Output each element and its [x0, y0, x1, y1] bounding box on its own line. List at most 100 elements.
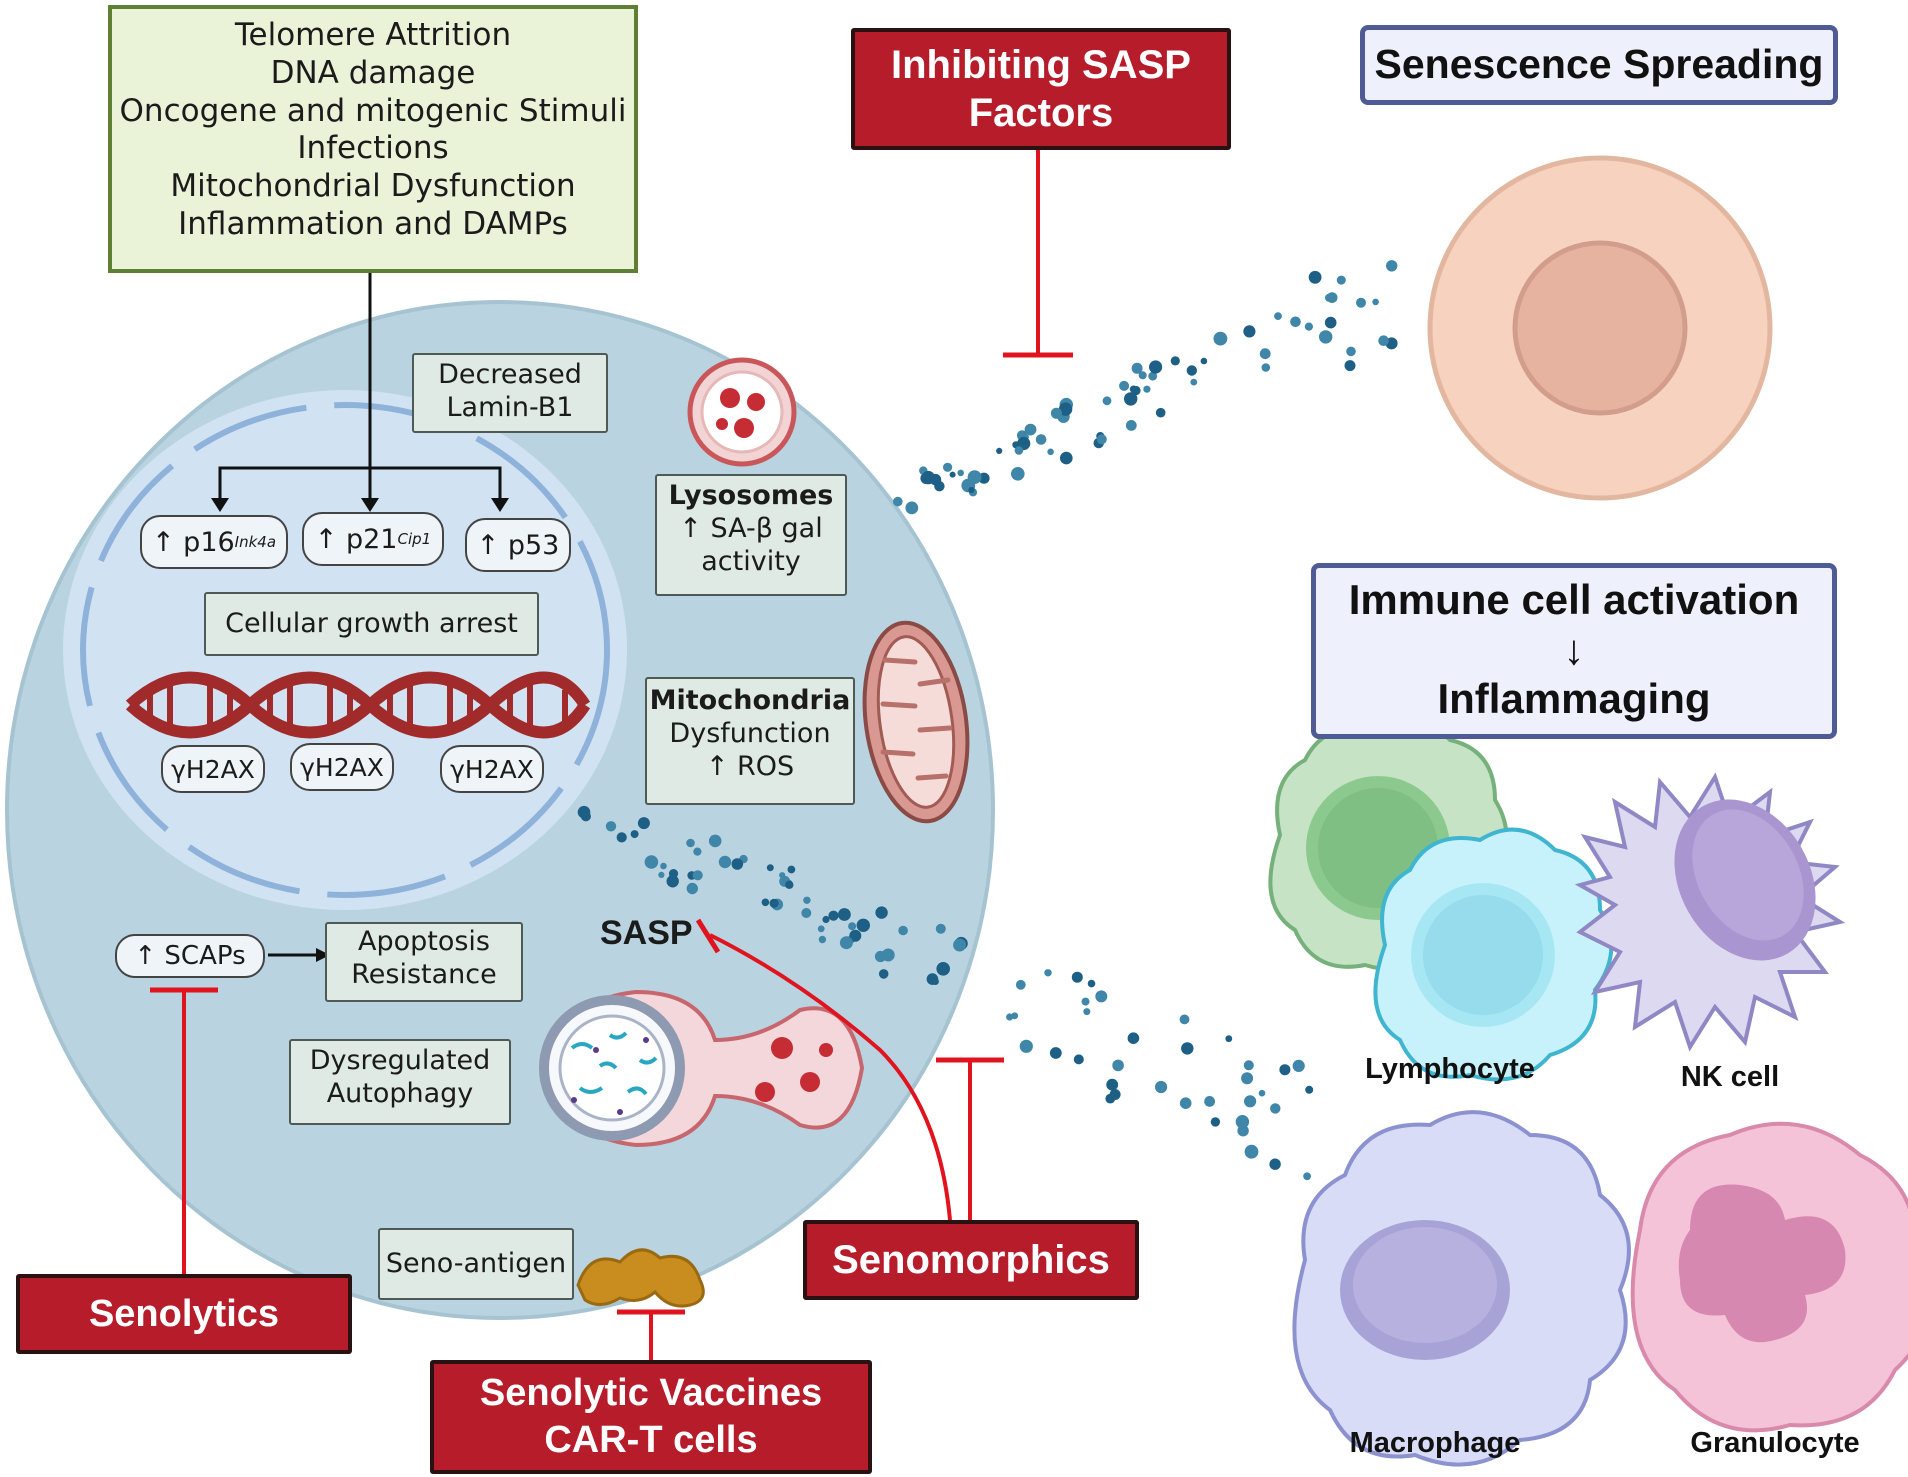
sasp-particle	[968, 486, 975, 494]
lysosomes-line3: activity	[701, 545, 801, 577]
apoptosis-line1: Apoptosis	[357, 926, 490, 957]
sasp-particle	[1324, 316, 1337, 329]
vaccines-line1: Senolytic Vaccines	[479, 1371, 823, 1414]
inhibiting-sasp-line1: Inhibiting SASP	[891, 43, 1191, 87]
sasp-particle	[1378, 335, 1389, 347]
sasp-particle	[637, 817, 650, 830]
sasp-particle	[1011, 467, 1025, 481]
immune-line1: Immune cell activation	[1348, 576, 1800, 623]
autophagy-line1: Dysregulated	[309, 1045, 491, 1076]
sasp-particle	[1050, 407, 1062, 419]
mitochondria-box: Mitochondria Dysfunction ↑ ROS	[645, 677, 855, 805]
sasp-particle	[1241, 1072, 1254, 1085]
sasp-particle	[1304, 322, 1313, 331]
sasp-particle	[766, 864, 774, 872]
sasp-particle	[1346, 346, 1356, 357]
sasp-particle	[898, 925, 908, 936]
sasp-particle	[822, 915, 830, 924]
sasp-particle	[1015, 979, 1026, 990]
autophagosome-icon	[539, 989, 865, 1148]
sasp-particle	[708, 834, 722, 848]
p21-superscript: Cip1	[397, 530, 432, 548]
sasp-particle	[1170, 356, 1180, 366]
sasp-particle	[1124, 392, 1138, 406]
sasp-particle	[1058, 402, 1073, 416]
sasp-particle	[761, 898, 770, 907]
sasp-particle	[1258, 1089, 1266, 1097]
sasp-particle	[1186, 365, 1198, 376]
sasp-particle	[1131, 362, 1143, 374]
sasp-particle	[1274, 312, 1282, 320]
sasp-particle	[936, 962, 950, 976]
sasp-particle	[644, 855, 659, 869]
seno-antigen-icon	[576, 1248, 705, 1308]
sasp-particle	[1261, 363, 1271, 372]
sasp-particle	[1270, 1103, 1281, 1114]
senolytics-box: Senolytics	[16, 1274, 352, 1354]
sasp-particle	[957, 469, 964, 477]
sasp-particle	[996, 447, 1003, 454]
sasp-particle	[935, 923, 946, 934]
mitochondria-line3: ↑ ROS	[705, 750, 795, 782]
p16-superscript: Ink4a	[234, 533, 277, 551]
sasp-particle	[1225, 1035, 1233, 1043]
lamin-line1: Decreased	[438, 359, 582, 390]
sasp-particle	[1386, 260, 1398, 272]
senomorphics-label: Senomorphics	[832, 1237, 1110, 1282]
sasp-particle	[1148, 371, 1158, 381]
sasp-particle	[932, 978, 939, 985]
h2ax-label-3: γH2AX	[450, 754, 534, 784]
lysosomes-line2: ↑ SA-β gal	[679, 512, 823, 544]
sasp-factor-particles	[577, 260, 1398, 1181]
sasp-particle	[1024, 423, 1037, 436]
sasp-particle	[1181, 1042, 1194, 1055]
sasp-particle	[1243, 1060, 1254, 1071]
sasp-particle	[801, 908, 812, 918]
inducer-arrow-branch	[218, 466, 502, 500]
neighbour-cell-icon	[1427, 155, 1773, 501]
seno-antigen-label: Seno-antigen	[385, 1248, 567, 1279]
inducer-mito-dysfunction: Mitochondrial Dysfunction	[170, 168, 576, 205]
sasp-particle	[1006, 1013, 1014, 1021]
apoptosis-resistance-box: Apoptosis Resistance	[325, 922, 523, 1002]
sasp-particle	[658, 871, 665, 879]
nuclear-envelope	[80, 402, 610, 898]
sasp-particle	[1325, 293, 1333, 302]
sasp-particle	[893, 496, 903, 507]
sasp-particle	[905, 501, 919, 515]
sasp-particle	[1244, 1144, 1259, 1159]
sasp-particle	[1235, 1115, 1250, 1129]
sasp-particle	[1087, 979, 1096, 988]
autophagy-box: Dysregulated Autophagy	[289, 1039, 511, 1125]
granulocyte-icon	[1630, 1121, 1908, 1433]
senolytic-vaccines-box: Senolytic Vaccines CAR-T cells	[430, 1360, 872, 1474]
sasp-particle	[1210, 1117, 1221, 1127]
sasp-particle	[1290, 316, 1301, 328]
sasp-particle	[577, 805, 591, 819]
lamin-b1-box: Decreased Lamin-B1	[412, 353, 608, 433]
sasp-particle	[1112, 1059, 1124, 1072]
sasp-particle	[953, 938, 967, 952]
sasp-particle	[1047, 448, 1054, 456]
arrowhead-p53	[491, 498, 509, 512]
growth-arrest-label: Cellular growth arrest	[225, 608, 518, 639]
senolytics-label: Senolytics	[88, 1292, 280, 1335]
sasp-particle	[856, 918, 870, 932]
sasp-particle	[1200, 357, 1208, 365]
autophagy-line2: Autophagy	[326, 1077, 474, 1109]
sasp-particle	[769, 898, 779, 908]
sasp-particle	[1119, 380, 1130, 391]
sasp-particle	[1179, 1014, 1190, 1025]
sasp-particle	[1035, 434, 1047, 445]
sasp-particle	[1372, 298, 1379, 306]
inhibiting-sasp-line2: Factors	[968, 91, 1114, 135]
h2ax-pill-2: γH2AX	[290, 743, 394, 791]
sasp-particle	[875, 906, 888, 919]
mitochondria-title: Mitochondria	[649, 685, 851, 716]
immune-line2: Inflammaging	[1437, 674, 1711, 722]
inducer-infections: Infections	[297, 130, 449, 167]
inducer-dna-damage: DNA damage	[270, 54, 476, 91]
lysosome-icon	[687, 357, 797, 467]
